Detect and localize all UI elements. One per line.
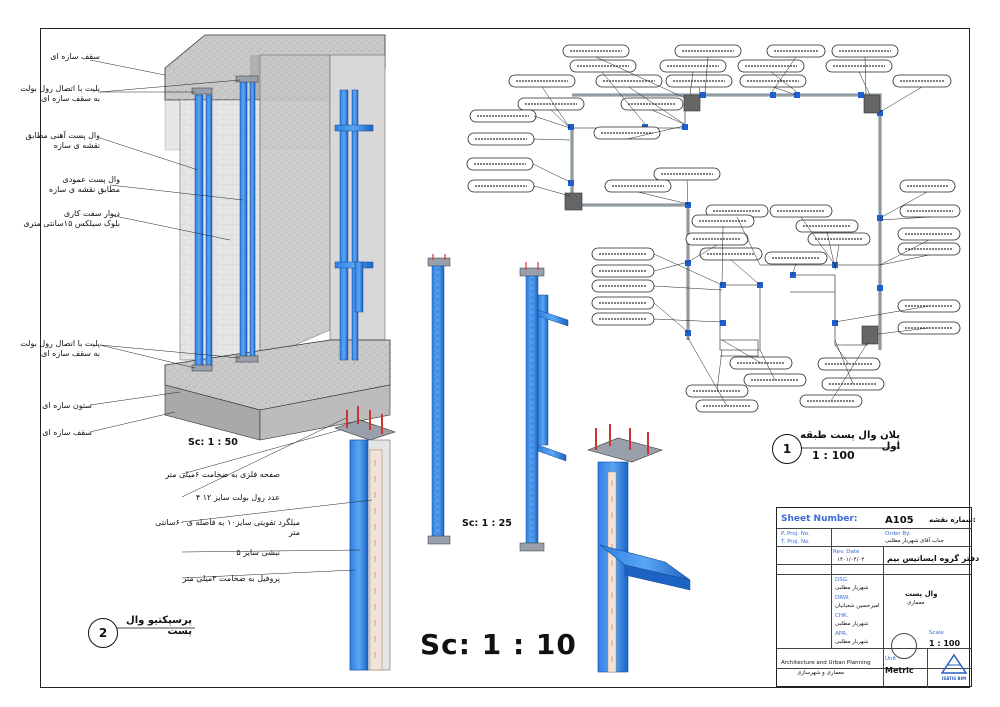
designer-4: شهریار مطلبی: [835, 639, 869, 645]
label-ceiling-top: سقف سازه ای: [50, 52, 100, 61]
plan-number: 1: [772, 434, 802, 464]
sheet-number: A105: [885, 515, 914, 526]
scale-elevation: Sc: 1 : 25: [462, 518, 512, 529]
designer-1: شهریار مطلبی: [835, 585, 869, 591]
label-plate-bottom: پلیت با اتصال رول بولت به سقف سازه ای: [20, 339, 100, 358]
rev-date: Rev. Date: [833, 549, 860, 555]
label-stiffener: میلگرد تقویتی سایز۱۰ به فاصله ی ۶۰سانتی …: [155, 518, 300, 537]
detail-left: [181, 406, 396, 671]
date-value: ۱۴۰۱/۰۴/۰۴: [837, 557, 865, 563]
unit-label: Unit: [885, 656, 897, 662]
designer-3: شهریار مطلبی: [835, 621, 869, 627]
designer-2: امیرحسین شعبانیان: [835, 603, 880, 609]
chk-label: CHK.: [835, 613, 849, 619]
scale-perspective: Sc: 1 : 50: [188, 437, 238, 448]
plan-columns: [564, 94, 881, 345]
t-proj-no: T. Proj. No.: [781, 539, 811, 545]
label-profile: پروفیل به ضخامت ۳میلی متر: [182, 574, 280, 583]
scale-label: Scale: [929, 630, 944, 636]
elevation-posts: [427, 254, 569, 552]
drw-label: DRW.: [835, 595, 850, 601]
project-name: دفتر گروه ایساتیس بیم: [887, 554, 980, 563]
plan-tag-text: [474, 50, 953, 407]
perspective-title: پرسپکتیو وال پست: [126, 615, 192, 637]
logo-icon: [940, 653, 968, 674]
sheet-number-label: Sheet Number:: [781, 514, 858, 524]
label-channel: نبشی سایز ۵: [236, 548, 280, 557]
label-block-wall: دیوار سفت کاری بلوک سیلکس ۱۵سانتی متری: [23, 209, 120, 228]
owner: جناب آقای شهریار مطلبی: [885, 538, 944, 544]
detail-right: [587, 424, 691, 673]
label-plate-top: پلیت با اتصال رول بولت به سقف سازه ای: [20, 84, 100, 103]
order-by: Order By:: [885, 531, 911, 537]
sheet-border: [40, 28, 970, 688]
scale-detail: Sc: 1 : 10: [420, 628, 577, 661]
perspective-view: [89, 34, 391, 441]
plan-title: پلان وال پست طبقه اول: [800, 430, 900, 452]
p-proj-no: P. Proj. No.: [781, 531, 810, 537]
firm-fa: معماری و شهرسازی: [797, 670, 844, 676]
label-vertical-post: وال پست عمودی مطابق نقشه ی سازه: [49, 175, 120, 194]
perspective-number: 2: [88, 618, 118, 648]
discipline: معماری: [907, 600, 925, 606]
label-column: ستون سازه ای: [42, 401, 92, 410]
apr-label: APR.: [835, 631, 848, 637]
sheet-number-fa: شماره نقشه:: [929, 516, 976, 524]
label-plate: صفحه فلزی به ضخامت ۶میلی متر: [165, 470, 280, 479]
label-bolts: ۴ عدد رول بولت سایز ۱۲: [195, 493, 280, 502]
label-ceiling-bottom: سقف سازه ای: [42, 428, 92, 437]
plan-scale: 1 : 100: [812, 449, 855, 462]
plan-tag-leaders: [532, 56, 931, 407]
dsg-label: DSG.: [835, 577, 849, 583]
logo: ISATIS BIM: [940, 653, 968, 681]
firm-en: Architecture and Urban Planning: [781, 660, 871, 666]
drawing-title: وال پست: [905, 590, 938, 598]
logo-text: ISATIS BIM: [941, 676, 967, 681]
north-arrow-icon: [891, 633, 917, 659]
label-steel-stud: وال پست آهنی مطابق نقشه ی سازه: [25, 131, 100, 150]
unit-value: Metric: [885, 666, 914, 675]
title-block: Sheet Number: A105 شماره نقشه: P. Proj. …: [776, 507, 979, 688]
scale-value: 1 : 100: [929, 639, 961, 648]
